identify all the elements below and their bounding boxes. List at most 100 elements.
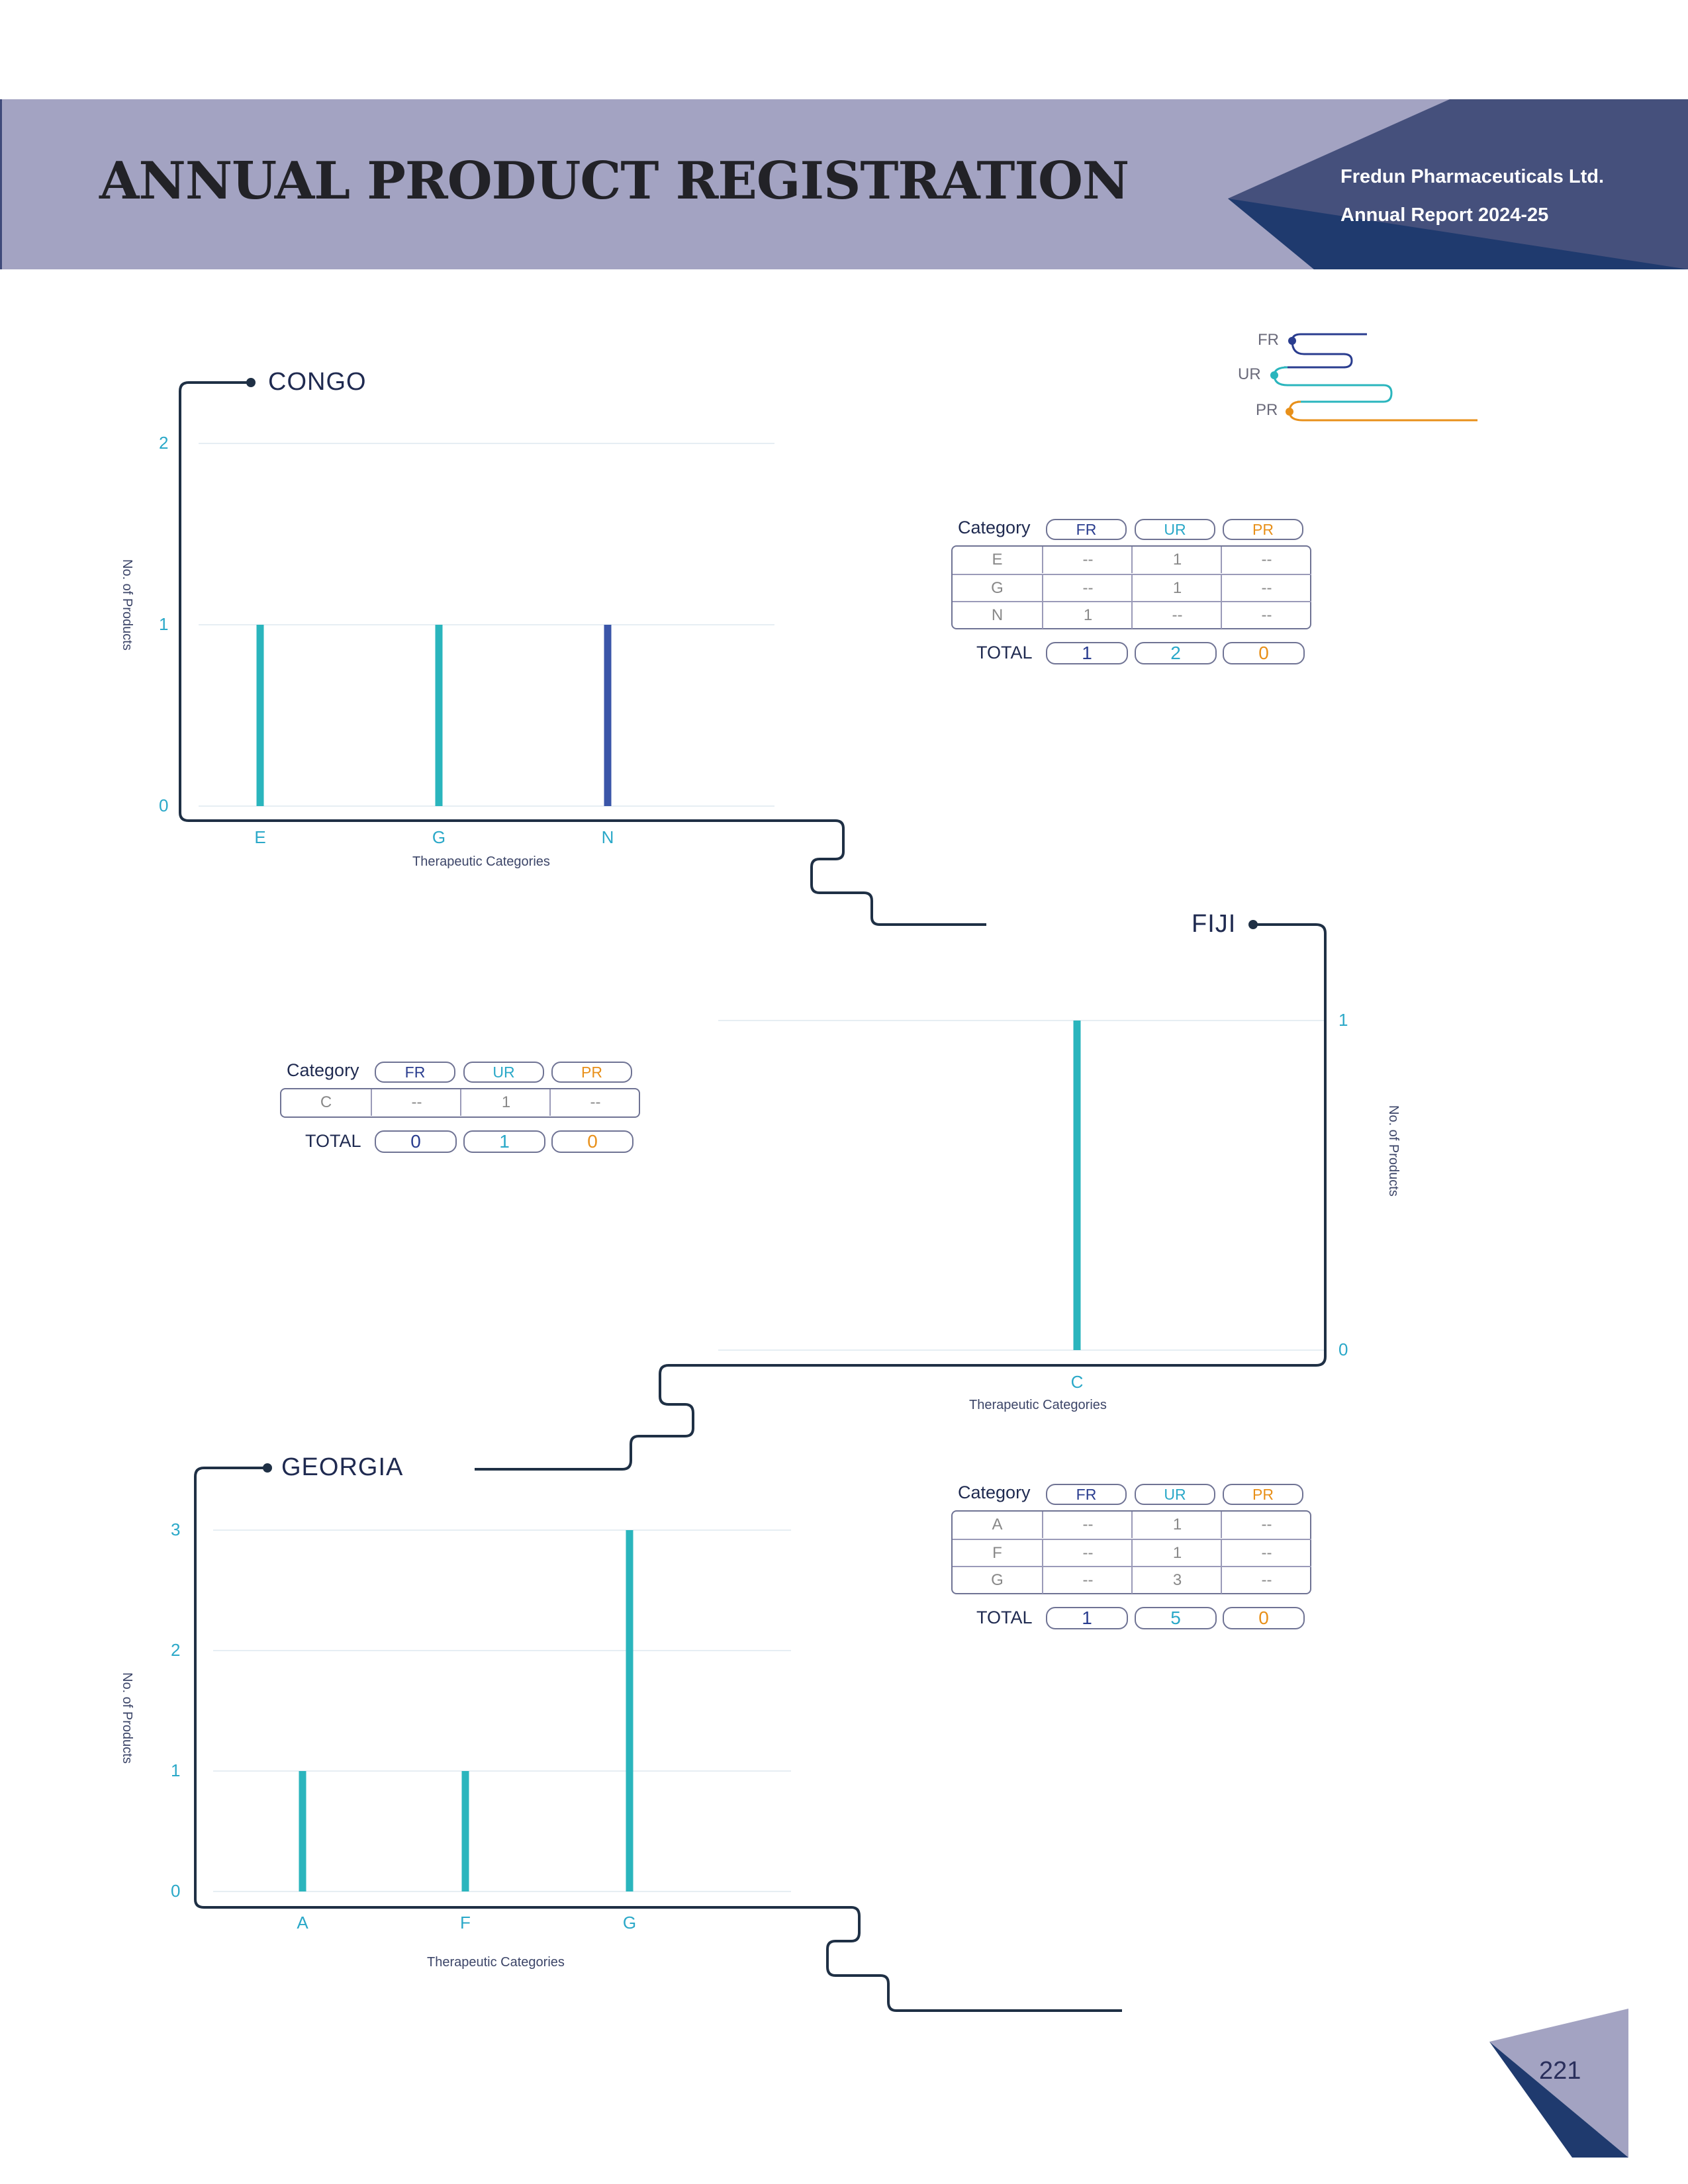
table-cell: -- [1221, 601, 1311, 629]
table-total-ur: 5 [1135, 1607, 1217, 1629]
legend-label-fr: FR [1258, 331, 1279, 349]
table-row-category: G [953, 574, 1042, 602]
table-total-fr: 1 [1046, 642, 1128, 664]
legend-graphic [1270, 333, 1477, 422]
x-category-label: E [254, 827, 266, 847]
table-total-pr: 0 [1223, 642, 1305, 664]
table-total-label: TOTAL [976, 1608, 1033, 1627]
georgia-title: GEORGIA [281, 1453, 404, 1481]
bar-ur-c [1073, 1021, 1081, 1350]
congo-title: CONGO [268, 368, 367, 396]
table-cell: -- [1042, 1566, 1133, 1594]
bar-ur-e [256, 625, 264, 806]
table-total-label: TOTAL [305, 1131, 361, 1151]
table-cell: 1 [1131, 547, 1222, 573]
congo-dot [246, 378, 256, 387]
congo-x-axis-title: Therapeutic Categories [412, 854, 550, 869]
x-category-label: G [622, 1913, 637, 1933]
table-header-ur: UR [1135, 1484, 1215, 1505]
table-total-ur: 1 [463, 1130, 545, 1153]
bar-ur-f [461, 1771, 469, 1891]
table-row-category: C [320, 1093, 332, 1111]
fiji-title: FIJI [1192, 910, 1237, 938]
congo-y-title: No. of Products [120, 559, 134, 651]
x-category-label: A [297, 1913, 308, 1933]
table-header-pr: PR [1223, 519, 1303, 540]
company-info: Fredun Pharmaceuticals Ltd. Annual Repor… [1340, 158, 1604, 234]
table-row-category: A [992, 1516, 1003, 1533]
table-cell: -- [1221, 547, 1311, 573]
table-header-category: Category [287, 1060, 359, 1080]
table-header-ur: UR [1135, 519, 1215, 540]
table-cell: -- [1221, 1539, 1311, 1567]
table-row-category: G [953, 1566, 1042, 1594]
table-cell: 1 [460, 1089, 551, 1116]
table-cell: -- [1221, 574, 1311, 602]
table-total-label: TOTAL [976, 643, 1033, 662]
georgia-chart [213, 1529, 791, 1892]
report-name: Annual Report 2024-25 [1340, 205, 1549, 226]
table-total-ur: 2 [1135, 642, 1217, 664]
page-number: 221 [1539, 2057, 1581, 2085]
fiji-y-title: No. of Products [1386, 1105, 1401, 1197]
table-header-pr: PR [551, 1062, 632, 1083]
congo-chart [199, 443, 774, 807]
table-total-fr: 1 [1046, 1607, 1128, 1629]
bar-ur-a [299, 1771, 306, 1891]
table-header-category: Category [958, 518, 1031, 537]
x-category-label: C [1070, 1372, 1084, 1392]
fiji-frame-line [475, 923, 1327, 1471]
bar-ur-g [435, 625, 443, 806]
table-cell: 3 [1131, 1566, 1222, 1594]
table-header-fr: FR [1046, 519, 1127, 540]
georgia-frame-line [194, 1467, 1122, 2012]
x-category-label: G [432, 827, 446, 847]
table-cell: -- [549, 1089, 640, 1116]
table-cell: 1 [1131, 1512, 1222, 1538]
table-cell: -- [1042, 1539, 1133, 1567]
table-cell: -- [1042, 547, 1133, 573]
table-cell: -- [1221, 1512, 1311, 1538]
table-grid: A--1--F--1--G--3-- [951, 1510, 1311, 1594]
fiji-x-axis-title: Therapeutic Categories [969, 1398, 1107, 1412]
x-category-label: F [460, 1913, 471, 1933]
georgia-x-axis-title: Therapeutic Categories [427, 1955, 565, 1970]
y-tick-label: 3 [171, 1520, 181, 1539]
y-tick-label: 0 [171, 1881, 181, 1901]
table-cell: -- [1221, 1566, 1311, 1594]
legend-label-ur: UR [1238, 365, 1261, 383]
page-corner-graphic [1489, 2009, 1628, 2158]
georgia-dot [263, 1463, 272, 1473]
table-cell: 1 [1131, 1539, 1222, 1567]
congo-frame-line [179, 381, 986, 926]
table-header-ur: UR [463, 1062, 544, 1083]
table-row-category: E [992, 551, 1003, 569]
legend-label-pr: PR [1256, 401, 1278, 419]
table-cell: -- [1131, 601, 1222, 629]
table-total-pr: 0 [551, 1130, 633, 1153]
y-tick-label: 1 [171, 1760, 181, 1780]
table-header-fr: FR [375, 1062, 455, 1083]
y-tick-label: 0 [159, 796, 169, 815]
table-header-category: Category [958, 1482, 1031, 1502]
georgia-y-title: No. of Products [120, 1672, 134, 1764]
table-header-pr: PR [1223, 1484, 1303, 1505]
bar-ur-g [626, 1530, 633, 1891]
table-cell: -- [371, 1089, 461, 1116]
y-tick-label: 1 [1338, 1010, 1348, 1030]
x-category-label: N [601, 827, 614, 847]
fiji-chart [718, 1020, 1324, 1351]
page-title: ANNUAL PRODUCT REGISTRATION [99, 151, 1129, 211]
fiji-dot [1248, 920, 1258, 929]
y-tick-label: 2 [159, 433, 169, 453]
y-tick-label: 0 [1338, 1340, 1348, 1359]
table-cell: 1 [1042, 601, 1133, 629]
header-band [0, 99, 1688, 269]
table-grid: C --1-- [280, 1088, 640, 1118]
table-header-fr: FR [1046, 1484, 1127, 1505]
y-tick-label: 1 [159, 614, 169, 634]
table-cell: -- [1042, 574, 1133, 602]
bar-fr-n [604, 625, 612, 806]
